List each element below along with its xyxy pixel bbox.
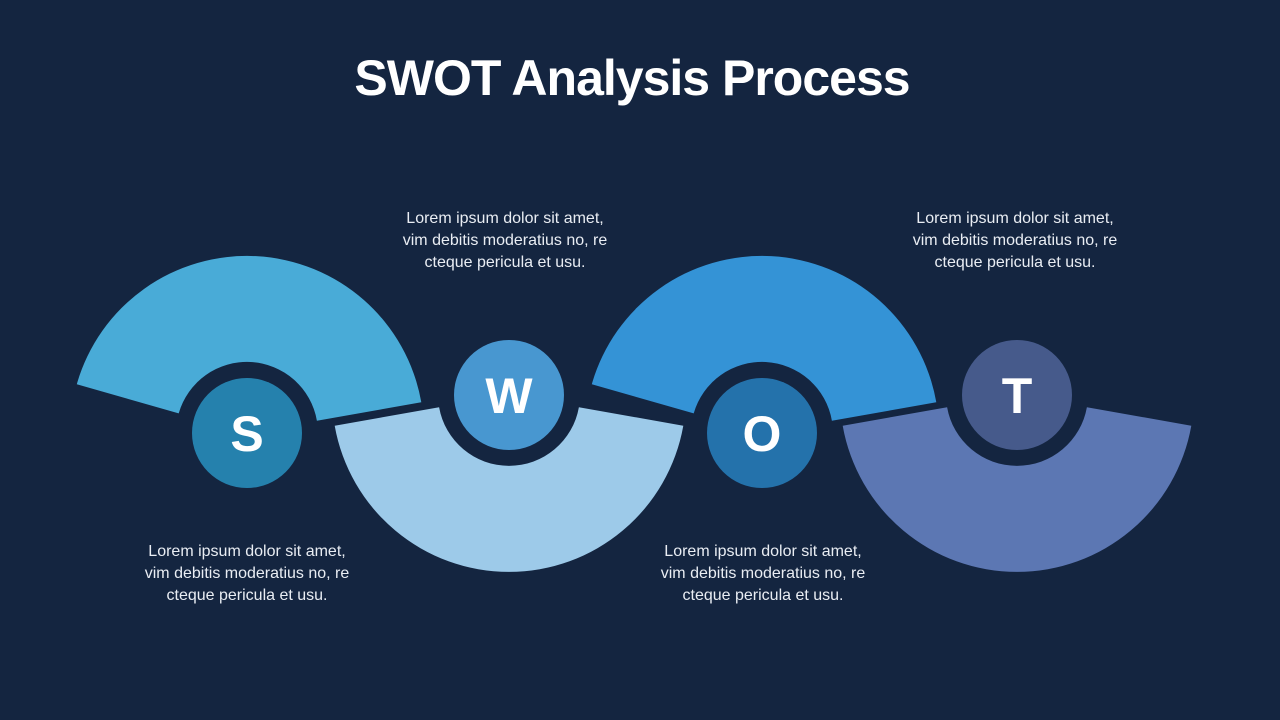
letter-t: T bbox=[1002, 368, 1033, 424]
swot-section-t: T Lorem ipsum dolor sit amet, vim debiti… bbox=[842, 210, 1192, 572]
letter-circle-s bbox=[192, 378, 302, 488]
description-w-line-2: vim debitis moderatius no, re bbox=[403, 232, 608, 249]
fan-shape-o bbox=[591, 255, 937, 421]
description-t-line-2: vim debitis moderatius no, re bbox=[913, 232, 1118, 249]
description-s-line-3: cteque pericula et usu. bbox=[167, 587, 328, 604]
description-t: Lorem ipsum dolor sit amet, vim debitis … bbox=[913, 210, 1118, 271]
description-t-line-3: cteque pericula et usu. bbox=[935, 254, 1096, 271]
description-w-line-3: cteque pericula et usu. bbox=[425, 254, 586, 271]
description-s-line-1: Lorem ipsum dolor sit amet, bbox=[148, 543, 345, 560]
description-w-line-1: Lorem ipsum dolor sit amet, bbox=[406, 210, 603, 227]
fan-shape-w bbox=[334, 407, 684, 572]
description-o-line-2: vim debitis moderatius no, re bbox=[661, 565, 866, 582]
description-w: Lorem ipsum dolor sit amet, vim debitis … bbox=[403, 210, 608, 271]
description-o-line-3: cteque pericula et usu. bbox=[683, 587, 844, 604]
slide-title: SWOT Analysis Process bbox=[354, 50, 909, 106]
letter-s: S bbox=[230, 406, 263, 462]
letter-circle-t bbox=[962, 340, 1072, 450]
description-o: Lorem ipsum dolor sit amet, vim debitis … bbox=[661, 543, 866, 604]
swot-section-o: O Lorem ipsum dolor sit amet, vim debiti… bbox=[591, 255, 937, 604]
fan-shape-t bbox=[842, 407, 1192, 572]
swot-section-w: W Lorem ipsum dolor sit amet, vim debiti… bbox=[334, 210, 684, 572]
fan-shape-s bbox=[76, 255, 422, 421]
description-t-line-1: Lorem ipsum dolor sit amet, bbox=[916, 210, 1113, 227]
letter-w: W bbox=[485, 368, 533, 424]
letter-circle-w bbox=[454, 340, 564, 450]
letter-o: O bbox=[743, 406, 782, 462]
swot-section-s: S Lorem ipsum dolor sit amet, vim debiti… bbox=[76, 255, 422, 604]
description-s-line-2: vim debitis moderatius no, re bbox=[145, 565, 350, 582]
letter-circle-o bbox=[707, 378, 817, 488]
description-o-line-1: Lorem ipsum dolor sit amet, bbox=[664, 543, 861, 560]
description-s: Lorem ipsum dolor sit amet, vim debitis … bbox=[145, 543, 350, 604]
